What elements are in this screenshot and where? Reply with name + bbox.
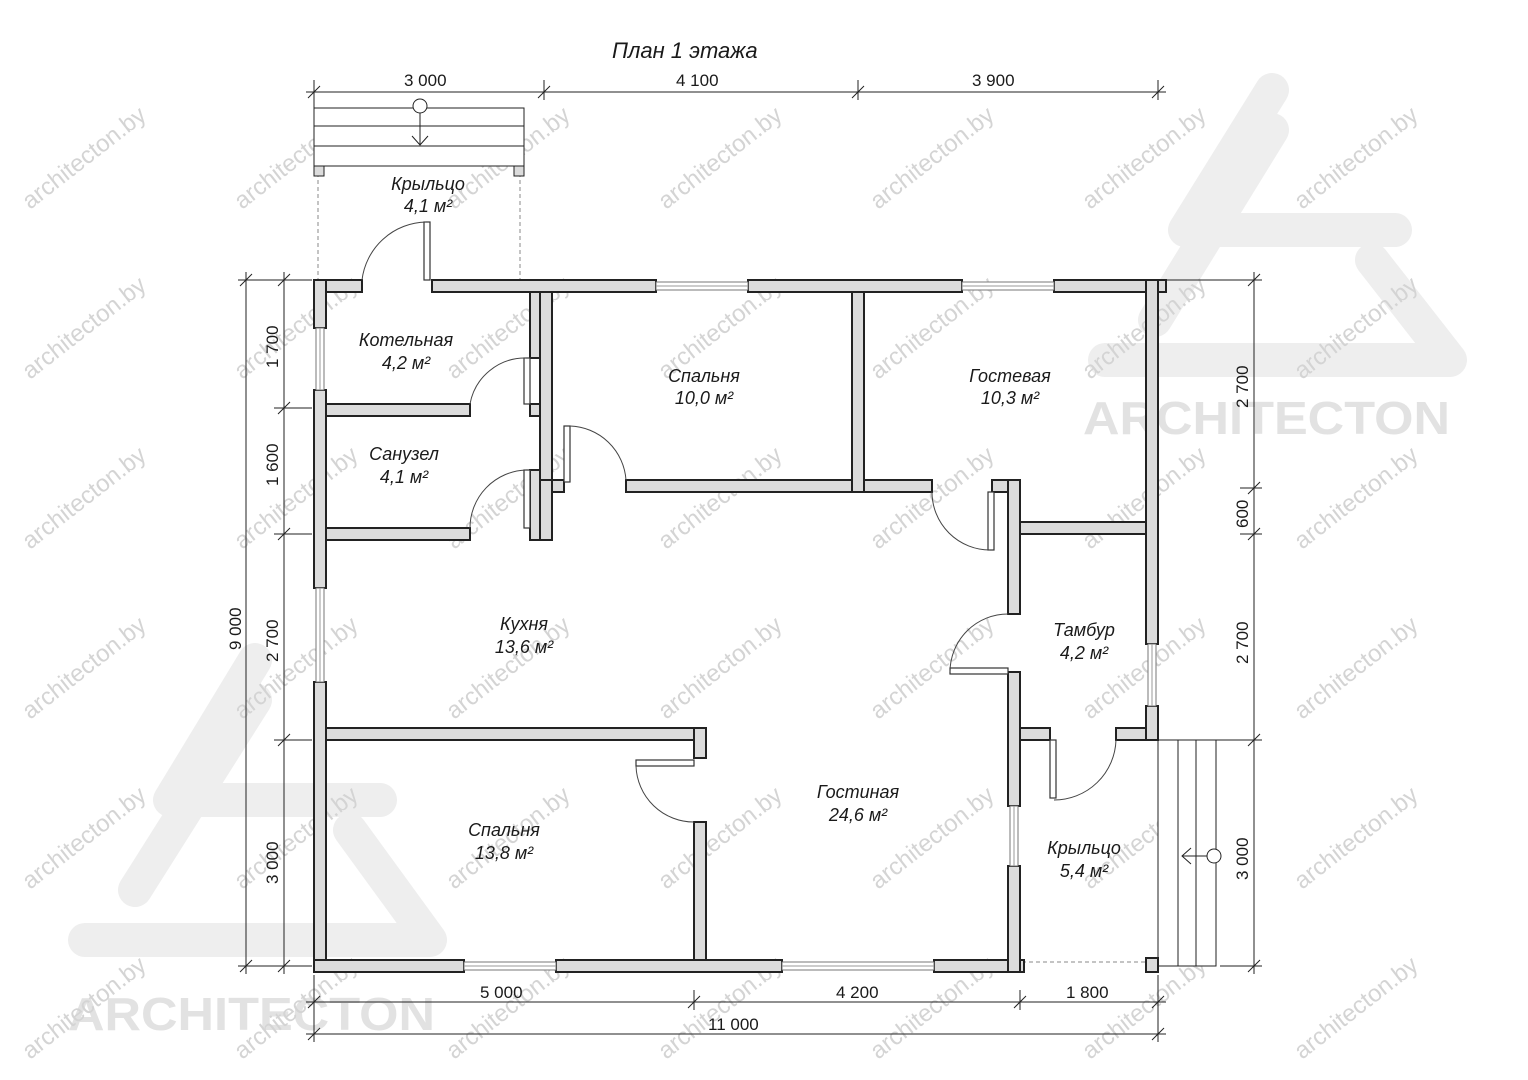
room-name-porch-right: Крыльцо [1047, 838, 1121, 858]
watermark-url: architecton.by [17, 271, 151, 384]
dimension-lines [238, 80, 1262, 1042]
watermark-url: architecton.by [1289, 441, 1423, 554]
dim-left-4: 3 000 [263, 841, 282, 884]
dim-left-2: 1 600 [263, 443, 282, 486]
room-labels: Крыльцо 4,1 м² Котельная 4,2 м² Санузел … [359, 174, 1121, 881]
watermark-layer: ARCHITECTON ARCHITECTON architecton.by ar… [17, 73, 1467, 1065]
dim-right-1: 2 700 [1233, 365, 1252, 408]
room-area-kitchen: 13,6 м² [495, 637, 554, 657]
room-name-guest: Гостевая [969, 366, 1051, 386]
dim-right-2: 600 [1233, 500, 1252, 528]
room-area-living: 24,6 м² [828, 805, 888, 825]
porch-top [313, 98, 525, 280]
watermark-url: architecton.by [1289, 101, 1423, 214]
dim-left-1: 1 700 [263, 325, 282, 368]
watermark-url: architecton.by [1289, 611, 1423, 724]
plan-title: План 1 этажа [612, 38, 758, 63]
room-name-living: Гостиная [817, 782, 900, 802]
dim-top-2: 4 100 [676, 71, 719, 90]
room-name-porch-top: Крыльцо [391, 174, 465, 194]
watermark-logo-left [68, 643, 447, 957]
watermark-brand-left: ARCHITECTON [68, 988, 435, 1040]
watermark-url: architecton.by [653, 781, 787, 894]
dim-bottom-1: 5 000 [480, 983, 523, 1002]
room-area-guest: 10,3 м² [981, 388, 1040, 408]
room-name-kitchen: Кухня [500, 614, 548, 634]
room-area-bedroom-bottom: 13,8 м² [475, 843, 534, 863]
porch-right [1022, 739, 1222, 967]
watermark-url: architecton.by [865, 101, 999, 214]
watermark-url: architecton.by [653, 101, 787, 214]
dim-right-3: 2 700 [1233, 621, 1252, 664]
dim-top-1: 3 000 [404, 71, 447, 90]
room-area-bathroom: 4,1 м² [380, 467, 429, 487]
room-area-bedroom-top: 10,0 м² [675, 388, 734, 408]
dim-right-4: 3 000 [1233, 837, 1252, 880]
room-name-boiler: Котельная [359, 330, 454, 350]
room-area-boiler: 4,2 м² [382, 353, 431, 373]
dim-bottom-3: 1 800 [1066, 983, 1109, 1002]
room-name-vestibule: Тамбур [1053, 620, 1115, 640]
watermark-url: architecton.by [653, 441, 787, 554]
room-name-bedroom-bottom: Спальня [468, 820, 540, 840]
watermark-url: architecton.by [1289, 951, 1423, 1064]
room-name-bathroom: Санузел [369, 444, 439, 464]
room-area-porch-top: 4,1 м² [404, 196, 453, 216]
watermark-url: architecton.by [17, 441, 151, 554]
dim-left-3: 2 700 [263, 619, 282, 662]
watermark-url: architecton.by [1289, 781, 1423, 894]
watermark-logo-right [1088, 73, 1467, 377]
walls [313, 279, 1167, 973]
doors [361, 221, 1117, 823]
dim-bottom-total: 11 000 [708, 1015, 759, 1034]
dim-left-total: 9 000 [226, 607, 245, 650]
watermark-url: architecton.by [17, 101, 151, 214]
room-area-vestibule: 4,2 м² [1060, 643, 1109, 663]
dim-bottom-2: 4 200 [836, 983, 879, 1002]
watermark-brand-right: ARCHITECTON [1083, 392, 1450, 444]
room-name-bedroom-top: Спальня [668, 366, 740, 386]
windows [315, 281, 1157, 971]
watermark-url: architecton.by [1077, 951, 1211, 1064]
dimension-labels: 3 000 4 100 3 900 5 000 4 200 1 800 11 0… [226, 71, 1252, 1034]
watermark-url: architecton.by [1077, 441, 1211, 554]
watermark-url: architecton.by [17, 611, 151, 724]
room-area-porch-right: 5,4 м² [1060, 861, 1109, 881]
watermark-url: architecton.by [653, 611, 787, 724]
dim-top-3: 3 900 [972, 71, 1015, 90]
